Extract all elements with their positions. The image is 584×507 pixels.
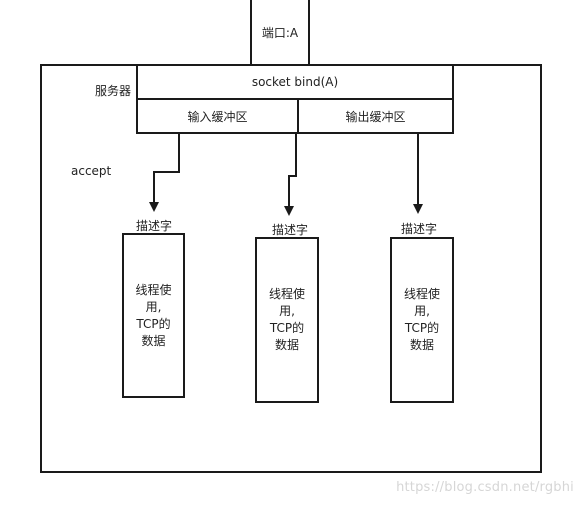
output-buffer-label: 输出缓冲区: [345, 109, 406, 124]
arrow-to-descriptor-1: [149, 134, 180, 212]
descriptor-box: 线程使 用, TCP的 数据: [122, 233, 185, 398]
descriptor-text: 线程使 用, TCP的 数据: [403, 287, 440, 352]
arrow-to-descriptor-2: [284, 134, 297, 216]
accept-label: accept: [71, 164, 112, 178]
server-label: 服务器: [95, 84, 132, 98]
socket-bind-label: socket bind(A): [251, 75, 339, 89]
descriptor-text: 线程使 用, TCP的 数据: [268, 287, 305, 352]
port-box: 端口:A: [250, 0, 310, 66]
descriptor-text: 线程使 用, TCP的 数据: [135, 282, 172, 348]
descriptor-title: 描述字: [401, 222, 438, 236]
watermark: https://blog.csdn.net/rgbhi: [396, 480, 574, 495]
descriptor-title: 描述字: [272, 223, 309, 237]
descriptor-box: 线程使 用, TCP的 数据: [390, 237, 454, 403]
descriptor-box: 线程使 用, TCP的 数据: [255, 237, 319, 403]
descriptor-title: 描述字: [136, 219, 173, 233]
input-buffer-label: 输入缓冲区: [187, 109, 248, 124]
input-buffer-box: 输入缓冲区: [136, 98, 299, 134]
output-buffer-box: 输出缓冲区: [297, 98, 454, 134]
port-label: 端口:A: [261, 25, 299, 40]
